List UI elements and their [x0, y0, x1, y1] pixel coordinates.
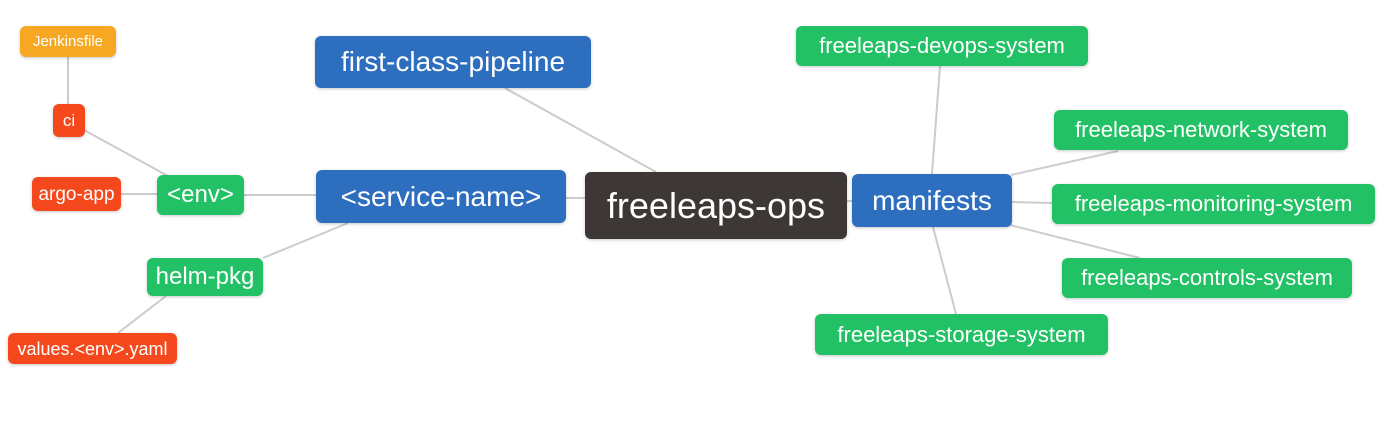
edge-values-env-yaml-to-helm-pkg — [117, 295, 167, 334]
node-service-name[interactable]: <service-name> — [316, 170, 566, 223]
node-helm-pkg[interactable]: helm-pkg — [147, 258, 263, 296]
node-freeleaps-controls-system[interactable]: freeleaps-controls-system — [1062, 258, 1352, 298]
node-ci[interactable]: ci — [53, 104, 85, 137]
node-manifests[interactable]: manifests — [852, 174, 1012, 227]
node-freeleaps-storage-system[interactable]: freeleaps-storage-system — [815, 314, 1108, 355]
node-freeleaps-network-system[interactable]: freeleaps-network-system — [1054, 110, 1348, 150]
node-freeleaps-ops[interactable]: freeleaps-ops — [585, 172, 847, 239]
node-argo-app[interactable]: argo-app — [32, 177, 121, 211]
edge-first-class-pipeline-to-freeleaps-ops — [504, 87, 657, 173]
edge-manifests-to-freeleaps-storage-system — [932, 226, 957, 315]
node-values-env-yaml[interactable]: values.<env>.yaml — [8, 333, 177, 364]
edge-helm-pkg-to-service-name — [262, 222, 349, 259]
edge-manifests-to-freeleaps-devops-system — [931, 65, 941, 175]
edge-manifests-to-freeleaps-network-system — [1010, 150, 1119, 176]
edge-manifests-to-freeleaps-monitoring-system — [1011, 201, 1053, 204]
node-freeleaps-devops-system[interactable]: freeleaps-devops-system — [796, 26, 1088, 66]
node-freeleaps-monitoring-system[interactable]: freeleaps-monitoring-system — [1052, 184, 1375, 224]
edge-ci-to-env — [83, 129, 169, 177]
node-jenkinsfile[interactable]: Jenkinsfile — [20, 26, 116, 57]
node-first-class-pipeline[interactable]: first-class-pipeline — [315, 36, 591, 88]
edge-manifests-to-freeleaps-controls-system — [1009, 224, 1141, 259]
node-env[interactable]: <env> — [157, 175, 244, 215]
